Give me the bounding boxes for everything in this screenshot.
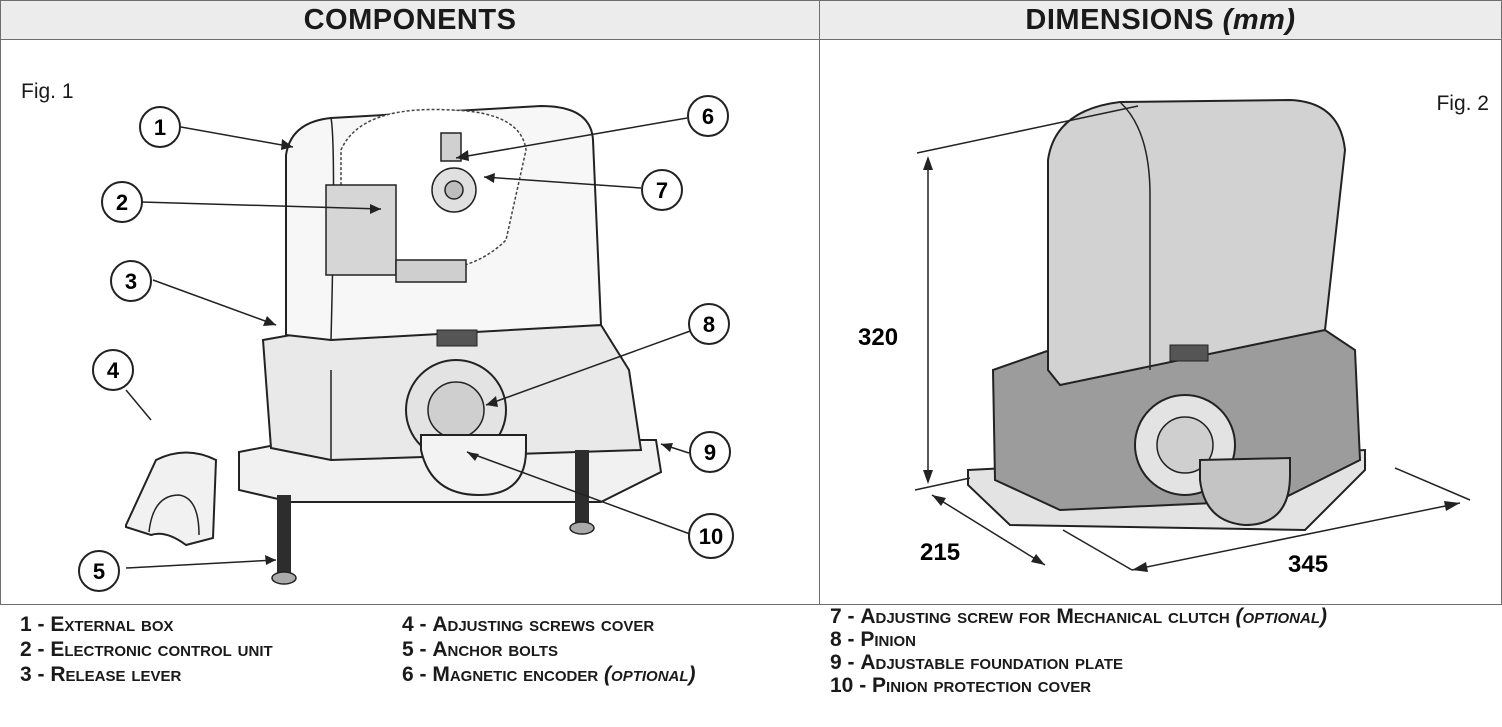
callout-1: 1 bbox=[139, 106, 181, 148]
fig1-label: Fig. 1 bbox=[21, 80, 74, 103]
dimensions-panel: Fig. 2 bbox=[819, 39, 1502, 605]
callout-6: 6 bbox=[687, 95, 729, 137]
callout-10: 10 bbox=[688, 513, 734, 559]
components-title: COMPONENTS bbox=[303, 3, 517, 36]
callout-7: 7 bbox=[641, 169, 683, 211]
callout-2: 2 bbox=[101, 181, 143, 223]
legend-item-6: 6 - Magnetic encoder (optional) bbox=[402, 663, 696, 686]
svg-text:5: 5 bbox=[93, 559, 105, 584]
components-illustration: 1 2 3 4 5 6 7 8 9 10 bbox=[78, 95, 734, 592]
svg-text:6: 6 bbox=[702, 104, 714, 129]
callout-3: 3 bbox=[110, 260, 152, 302]
callout-5: 5 bbox=[78, 550, 120, 592]
legend-item-2: 2 - Electronic control unit bbox=[20, 638, 273, 661]
components-header: COMPONENTS bbox=[0, 0, 820, 40]
legend-item-5: 5 - Anchor bolts bbox=[402, 638, 559, 661]
dimensions-header: DIMENSIONS (mm) bbox=[819, 0, 1502, 40]
components-panel: Fig. 1 bbox=[0, 39, 820, 605]
fig2-label: Fig. 2 bbox=[1436, 92, 1489, 115]
width-dimension: 345 bbox=[1288, 551, 1328, 578]
legend-col1: 1 - External box 2 - Electronic control … bbox=[20, 612, 273, 687]
legend-item-1: 1 - External box bbox=[20, 613, 174, 636]
callout-4: 4 bbox=[92, 349, 134, 391]
svg-text:7: 7 bbox=[656, 178, 668, 203]
svg-text:8: 8 bbox=[703, 312, 715, 337]
legend-item-3: 3 - Release lever bbox=[20, 663, 182, 686]
legend-item-10: 10 - Pinion protection cover bbox=[830, 674, 1092, 697]
svg-text:1: 1 bbox=[154, 115, 166, 140]
legend-col3: 7 - Adjusting screw for Mechanical clutc… bbox=[830, 605, 1327, 697]
legend-item-8: 8 - Pinion bbox=[830, 628, 917, 651]
depth-dimension: 215 bbox=[920, 539, 960, 566]
height-dimension: 320 bbox=[858, 324, 898, 351]
svg-text:3: 3 bbox=[125, 269, 137, 294]
dimensions-title: DIMENSIONS bbox=[1025, 3, 1215, 36]
dimensions-unit: (mm) bbox=[1222, 3, 1296, 36]
legend-col2: 4 - Adjusting screws cover 5 - Anchor bo… bbox=[402, 612, 696, 687]
svg-text:9: 9 bbox=[704, 440, 716, 465]
legend-item-9: 9 - Adjustable foundation plate bbox=[830, 651, 1124, 674]
callout-8: 8 bbox=[688, 303, 730, 345]
svg-text:4: 4 bbox=[107, 358, 120, 383]
legend-item-7: 7 - Adjusting screw for Mechanical clutc… bbox=[830, 605, 1327, 628]
svg-text:2: 2 bbox=[116, 190, 128, 215]
dimensions-illustration: 320 215 345 bbox=[858, 98, 1471, 578]
svg-text:10: 10 bbox=[699, 524, 723, 549]
callout-9: 9 bbox=[689, 431, 731, 473]
legend-item-4: 4 - Adjusting screws cover bbox=[402, 613, 655, 636]
